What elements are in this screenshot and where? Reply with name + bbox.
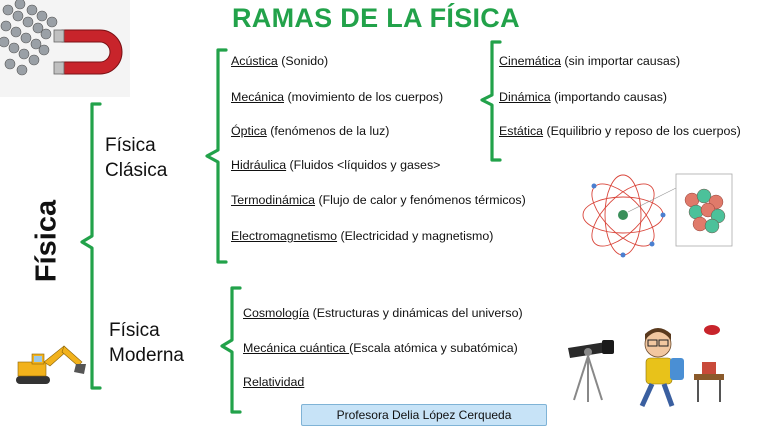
modern-label: Física Moderna	[109, 318, 184, 368]
classic-item: Acústica (Sonido)	[231, 54, 329, 68]
root-label-text: Física	[30, 199, 63, 283]
classic-item: Mecánica (movimiento de los cuerpos)	[231, 90, 444, 104]
mechanics-item: Cinemática (sin importar causas)	[499, 54, 681, 68]
mechanics-bracket	[480, 40, 502, 162]
atom-image	[582, 173, 733, 258]
modern-item: Mecánica cuántica (Escala atómica y suba…	[243, 341, 518, 355]
modern-bracket	[220, 286, 242, 414]
classic-label-line2: Clásica	[105, 160, 168, 181]
telescope-image	[568, 340, 614, 402]
classic-item: Óptica (fenómenos de la luz)	[231, 124, 390, 138]
modern-item: Cosmología (Estructuras y dinámicas del …	[243, 306, 523, 320]
modern-label-line1: Física	[109, 320, 160, 341]
mechanics-item: Dinámica (importando causas)	[499, 90, 668, 104]
classic-item: Termodinámica (Flujo de calor y fenómeno…	[231, 193, 526, 207]
main-bracket	[80, 102, 102, 390]
modern-label-line2: Moderna	[109, 345, 184, 366]
classic-label-line1: Física	[105, 135, 156, 156]
modern-item: Relatividad	[243, 375, 305, 389]
classic-bracket	[205, 48, 228, 264]
excavator-image	[16, 345, 86, 384]
author-badge: Profesora Delia López Cerqueda	[301, 404, 547, 426]
page-title: RAMAS DE LA FÍSICA	[232, 3, 520, 33]
classic-label: Física Clásica	[105, 133, 167, 183]
classic-item: Electromagnetismo (Electricidad y magnet…	[231, 229, 494, 243]
root-label: Física	[12, 196, 82, 286]
classic-item: Hidráulica (Fluidos <líquidos y gases>	[231, 158, 441, 172]
mechanics-item: Estática (Equilibrio y reposo de los cue…	[499, 124, 741, 138]
magnet-image	[0, 0, 130, 97]
student-image	[639, 325, 724, 408]
